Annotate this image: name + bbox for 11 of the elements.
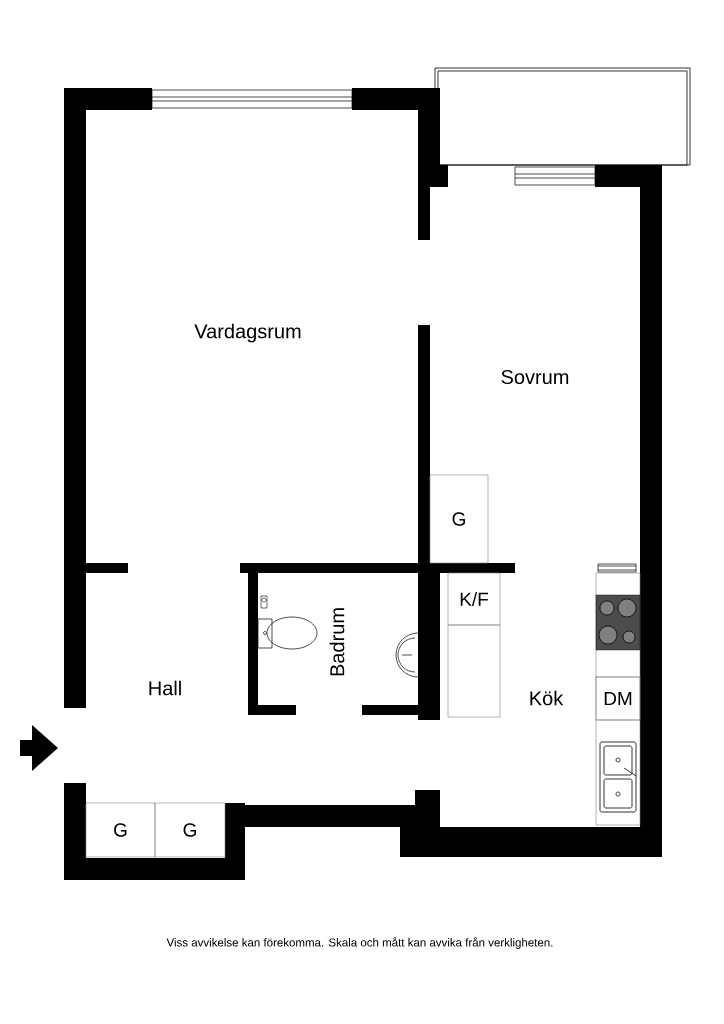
room-label: Sovrum: [501, 369, 569, 385]
dishwasher-box: DM: [595, 676, 641, 721]
room-label: Kök: [530, 690, 564, 706]
closet-box: G: [429, 474, 489, 564]
room-label: Hall: [149, 680, 181, 696]
disclaimer-text: Viss avvikelse kan förekomma. Skala och mått kan avvika från verkligheten.: [166, 937, 553, 949]
closet-box: G: [85, 802, 156, 858]
fridge-freezer-box: K/F: [447, 572, 501, 626]
closet-box: G: [154, 802, 226, 858]
room-label: Vardagsrum: [194, 323, 301, 343]
room-label: Badrum: [329, 608, 345, 676]
